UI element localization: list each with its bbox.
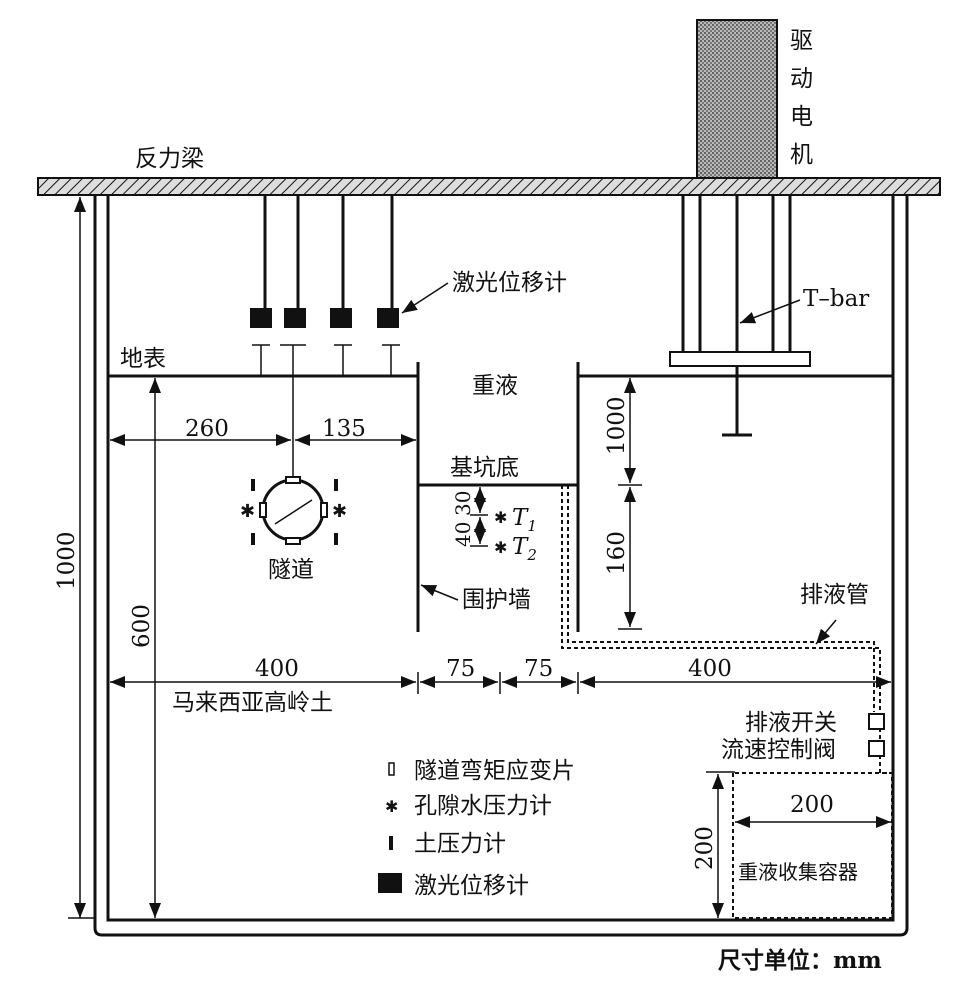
- svg-text:动: 动: [790, 66, 813, 92]
- tbar-arrow: [739, 299, 801, 324]
- reaction-beam-label: 反力梁: [135, 146, 204, 172]
- dim-400-right: 400: [688, 656, 732, 682]
- dim-200-width: 200: [790, 792, 834, 818]
- t2-label: T2: [512, 534, 537, 564]
- dim-600: 600: [129, 604, 155, 648]
- retaining-wall-arrow: [420, 584, 459, 601]
- svg-text:机: 机: [790, 142, 813, 168]
- dim-400-left: 400: [255, 656, 299, 682]
- t1-label: T1: [512, 505, 537, 535]
- container-inner: [106, 195, 895, 922]
- t-bar: [669, 195, 811, 437]
- collector-label: 重液收集容器: [738, 860, 858, 884]
- drain-switch-label: 排液开关: [745, 710, 837, 736]
- strain-gauge-icon: [388, 762, 395, 776]
- pore-pressure-icon: ✱: [494, 538, 507, 557]
- laser-gauge-icon: [378, 873, 402, 893]
- svg-text:土压力计: 土压力计: [414, 831, 506, 857]
- svg-text:✱: ✱: [240, 501, 255, 522]
- drain-pipe-arrow: [815, 619, 837, 645]
- svg-text:孔隙水压力计: 孔隙水压力计: [414, 793, 552, 819]
- tunnel-label: 隧道: [268, 557, 314, 583]
- pore-pressure-icon: ✱: [385, 797, 398, 816]
- flow-valve-label: 流速控制阀: [721, 737, 836, 763]
- retaining-wall-label: 围护墙: [462, 587, 531, 613]
- drive-motor: [696, 19, 778, 179]
- dim-200-height: 200: [692, 826, 718, 870]
- pore-pressure-icon: ✱: [494, 508, 507, 527]
- flow-valve-icon: [868, 740, 885, 757]
- soil-label: 马来西亚高岭土: [172, 690, 333, 716]
- t-dimension: 40 30: [451, 487, 488, 547]
- svg-text:40: 40: [451, 522, 475, 547]
- svg-text:驱: 驱: [790, 28, 813, 54]
- container-outer: [93, 195, 909, 937]
- drain-pipe-label: 排液管: [800, 582, 869, 608]
- collector-container: [732, 772, 893, 919]
- tunnel: ✱✱: [240, 476, 347, 545]
- unit-label: 尺寸单位：mm: [718, 947, 882, 974]
- dim-75-b: 75: [524, 656, 553, 682]
- dimension-lines: [68, 197, 891, 919]
- earth-pressure-icon: [389, 836, 393, 850]
- dim-1000-top: 1000: [604, 396, 630, 455]
- heavy-liquid-label: 重液: [472, 373, 518, 399]
- reaction-beam: [37, 177, 941, 196]
- dim-160: 160: [604, 531, 630, 575]
- laser-gauge-arrow: [401, 282, 449, 314]
- svg-text:✱: ✱: [332, 501, 347, 522]
- motor-label: 驱 动 电 机: [790, 28, 813, 168]
- laser-gauge-label: 激光位移计: [452, 270, 567, 296]
- pit-bottom-label: 基坑底: [450, 455, 519, 481]
- dim-260: 260: [185, 416, 229, 442]
- svg-text:30: 30: [451, 491, 475, 516]
- dim-135: 135: [322, 416, 366, 442]
- svg-text:隧道弯矩应变片: 隧道弯矩应变片: [414, 758, 575, 784]
- legend: 隧道弯矩应变片 ✱ 孔隙水压力计 土压力计 激光位移计: [378, 758, 575, 899]
- ground-label: 地表: [120, 346, 166, 372]
- tbar-label: T–bar: [803, 286, 869, 312]
- drain-pipe: [561, 485, 893, 774]
- dim-1000-total: 1000: [54, 531, 80, 590]
- svg-text:激光位移计: 激光位移计: [414, 873, 529, 899]
- laser-gauges: [250, 195, 400, 488]
- drain-switch-icon: [868, 713, 885, 730]
- svg-text:电: 电: [790, 104, 813, 130]
- dim-75-a: 75: [446, 656, 475, 682]
